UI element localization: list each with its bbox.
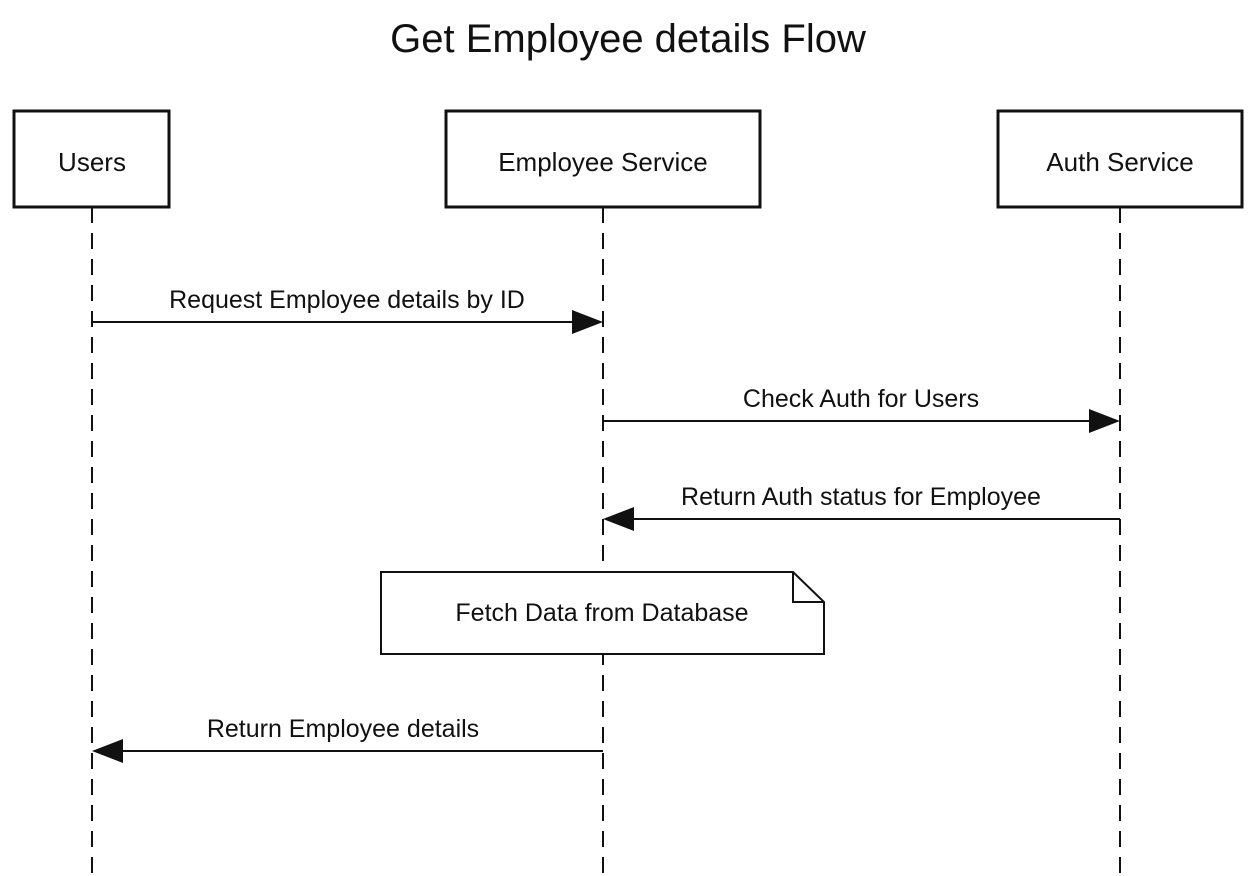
participant-auth-service-label: Auth Service [1046, 147, 1193, 177]
participant-employee-service: Employee Service [444, 109, 762, 209]
message-return-auth-status-label: Return Auth status for Employee [681, 483, 1041, 511]
note-fetch-data: Fetch Data from Database [380, 571, 825, 655]
message-request-employee-details: Request Employee details by ID [92, 286, 603, 334]
note-folded-corner [792, 572, 824, 603]
message-return-auth-status: Return Auth status for Employee [603, 483, 1120, 531]
message-check-auth-label: Check Auth for Users [743, 385, 979, 413]
message-request-employee-details-label: Request Employee details by ID [169, 286, 525, 314]
arrowhead-left [603, 507, 634, 531]
participant-users: Users [12, 109, 171, 209]
diagram-title: Get Employee details Flow [390, 17, 866, 61]
participant-auth-service: Auth Service [996, 109, 1244, 209]
participant-users-label: Users [58, 147, 126, 177]
arrowhead-right [572, 310, 603, 334]
participant-employee-service-label: Employee Service [498, 147, 708, 177]
note-fetch-data-label: Fetch Data from Database [455, 599, 748, 627]
message-check-auth: Check Auth for Users [603, 385, 1120, 433]
arrowhead-left [92, 739, 123, 763]
message-return-employee-details-label: Return Employee details [207, 715, 479, 743]
message-return-employee-details: Return Employee details [92, 715, 603, 763]
arrowhead-right [1089, 409, 1120, 433]
